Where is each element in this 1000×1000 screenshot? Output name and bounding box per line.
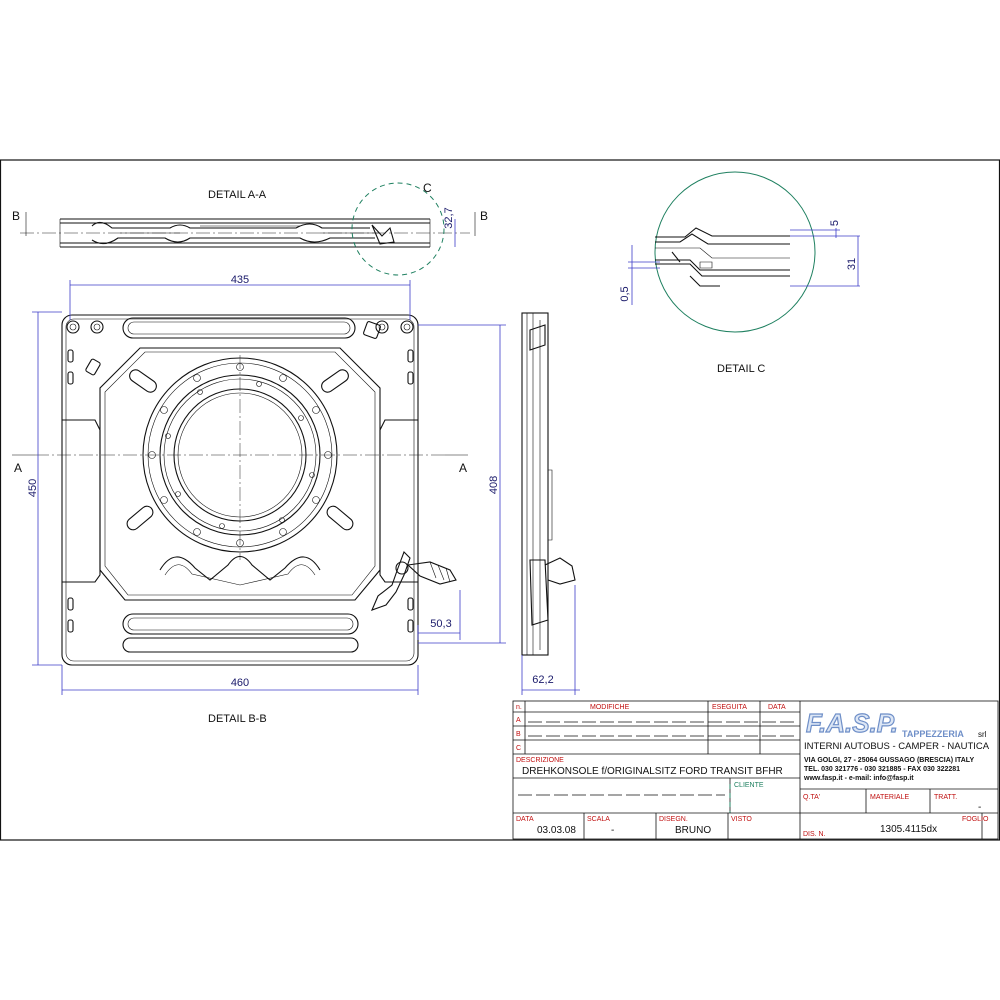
company-address: VIA GOLGI, 27 - 25064 GUSSAGO (BRESCIA) … [804, 757, 974, 764]
detail-aa-label: DETAIL A-A [208, 189, 267, 201]
rev-row-c: C [516, 745, 521, 752]
company-web: www.fasp.it - e-mail: info@fasp.it [803, 775, 914, 782]
dim-side-thickness: 62,2 [532, 674, 553, 686]
data-value: 03.03.08 [537, 825, 576, 836]
company-suffix: TAPPEZZERIA [902, 729, 964, 739]
company-logo: F.A.S.P. TAPPEZZERIA srl [805, 707, 987, 739]
detail-bb-label: DETAIL B-B [208, 713, 267, 725]
dim-height-right: 408 [488, 476, 500, 494]
dim-c-height: 31 [846, 258, 858, 270]
rev-n-header: n. [516, 704, 522, 711]
detail-c-view: 5 31 0,5 DETAIL C [619, 171, 860, 375]
rev-row-a: A [516, 717, 521, 724]
dis-value: 1305.4115dx [880, 824, 937, 835]
section-a-left: A [14, 461, 22, 475]
company-tagline: INTERNI AUTOBUS - CAMPER - NAUTICA [804, 741, 990, 752]
scala-value: - [611, 825, 614, 836]
dim-width-bottom: 460 [231, 677, 249, 689]
data-label: DATA [516, 816, 534, 823]
detail-c-label: DETAIL C [717, 363, 765, 375]
detail-aa-view: DETAIL A-A B B C 32,7 [12, 181, 488, 276]
descrizione-value: DREHKONSOLE f/ORIGINALSITZ FORD TRANSIT … [522, 766, 783, 777]
descrizione-label: DESCRIZIONE [516, 757, 564, 764]
section-a-right: A [459, 461, 467, 475]
materiale-label: MATERIALE [870, 794, 909, 801]
rev-row-b: B [516, 731, 521, 738]
dim-width-top: 435 [231, 274, 249, 286]
dim-handle-offset: 50,3 [430, 618, 451, 630]
section-b-right: B [480, 209, 488, 223]
detail-bb-view: A A 435 450 408 460 50,3 DETAIL B-B [12, 274, 506, 725]
svg-text:F.A.S.P.: F.A.S.P. [806, 708, 898, 738]
dim-c-left: 0,5 [619, 286, 631, 301]
scala-label: SCALA [587, 816, 610, 823]
visto-label: VISTO [731, 816, 752, 823]
dim-aa-height: 32,7 [443, 207, 455, 228]
rev-modifiche-header: MODIFICHE [590, 704, 630, 711]
title-block: n. MODIFICHE ESEGUITA DATA A B C DESCRIZ… [512, 700, 999, 840]
foglio-label: FOGLIO [962, 816, 989, 823]
detail-c-marker: C [423, 181, 432, 195]
disegn-label: DISEGN. [659, 816, 688, 823]
disegn-value: BRUNO [675, 825, 711, 836]
tratt-label: TRATT. [934, 794, 957, 801]
tratt-value: - [978, 802, 981, 813]
dim-height-left: 450 [27, 479, 39, 497]
qta-label: Q.TA' [803, 794, 820, 801]
company-srl: srl [978, 730, 987, 739]
side-view: 62,2 [521, 312, 580, 695]
section-b-left: B [12, 209, 20, 223]
dis-label: DIS. N. [803, 831, 826, 838]
cliente-label: CLIENTE [734, 782, 764, 789]
rev-data-header: DATA [768, 704, 786, 711]
company-phones: TEL. 030 321776 - 030 321885 - FAX 030 3… [804, 766, 960, 773]
rev-eseguita-header: ESEGUITA [712, 704, 747, 711]
dim-c-top: 5 [829, 220, 841, 226]
